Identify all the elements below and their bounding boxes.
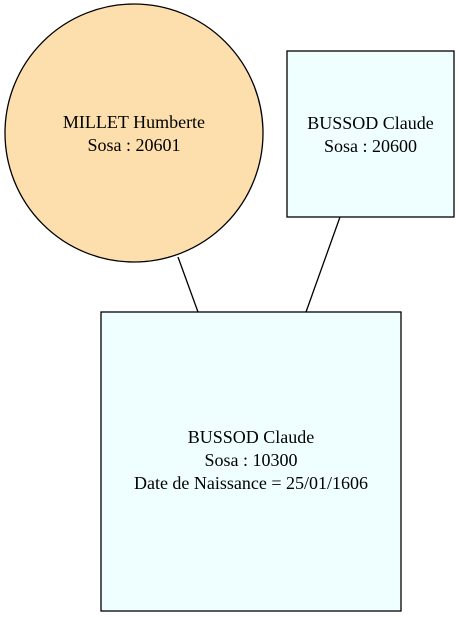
edge-father-to-child	[305, 216, 341, 313]
node-mother-sosa: Sosa : 20601	[87, 135, 180, 155]
node-child-name: BUSSOD Claude	[188, 427, 315, 447]
node-child-sosa: Sosa : 10300	[204, 450, 297, 470]
node-father[interactable]: BUSSOD Claude Sosa : 20600	[286, 50, 455, 218]
node-father-sosa: Sosa : 20600	[324, 136, 417, 156]
node-mother[interactable]: MILLET Humberte Sosa : 20601	[4, 3, 264, 263]
node-child-shape	[100, 311, 402, 612]
node-child[interactable]: BUSSOD Claude Sosa : 10300 Date de Naiss…	[100, 311, 402, 612]
node-mother-name: MILLET Humberte	[63, 112, 205, 132]
node-father-shape	[286, 50, 455, 218]
node-mother-shape	[4, 3, 264, 263]
node-child-birth: Date de Naissance = 25/01/1606	[134, 473, 368, 493]
node-father-name: BUSSOD Claude	[307, 113, 434, 133]
edge-mother-to-child	[177, 256, 199, 313]
